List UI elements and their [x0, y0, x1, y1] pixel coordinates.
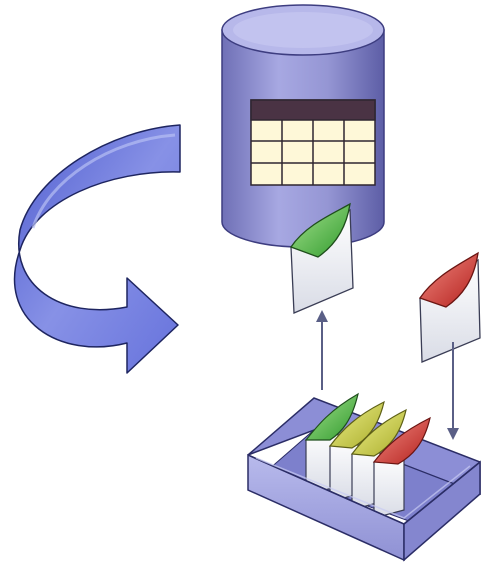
connector-arrows — [316, 310, 459, 440]
envelope-green-icon — [290, 202, 354, 314]
queued-envelopes — [304, 392, 431, 519]
envelope-red-icon — [418, 251, 481, 363]
message-queue-tray-icon — [247, 392, 481, 562]
curved-cycle-arrow-icon — [13, 124, 181, 374]
data-table-icon — [250, 99, 376, 186]
